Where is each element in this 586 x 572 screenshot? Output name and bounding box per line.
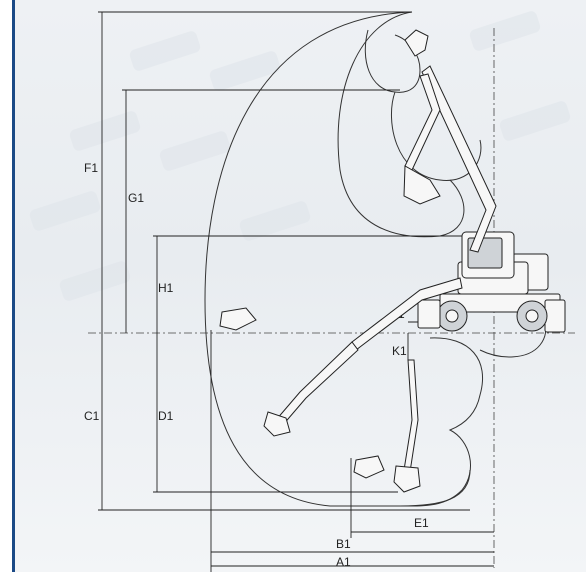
bucket-reach — [263, 411, 291, 437]
front-wheel-hub — [445, 309, 459, 323]
dimension-a1: A1 — [211, 555, 494, 569]
bucket-near — [353, 455, 385, 479]
label-e1: E1 — [414, 516, 429, 530]
arm-reach — [275, 341, 359, 427]
dimension-e1: E1 — [350, 458, 494, 538]
label-k1: K1 — [392, 344, 407, 358]
label-g1: G1 — [128, 191, 144, 205]
label-f1: F1 — [84, 161, 98, 175]
dimension-c1: C1 — [84, 333, 470, 511]
bucket-depth — [393, 465, 421, 493]
dimension-h1: H1 — [153, 235, 462, 333]
excavator-machine — [417, 231, 566, 333]
dimension-f1: F1 — [84, 11, 412, 333]
label-a1: A1 — [336, 555, 351, 569]
rear-wheel-hub — [525, 309, 539, 323]
boom-raised — [403, 29, 497, 253]
dimension-d1: D1 — [153, 333, 398, 493]
arm-vertical — [403, 359, 419, 473]
dimension-b1: B1 — [210, 330, 494, 572]
bucket-ground — [219, 307, 257, 331]
outrigger — [417, 299, 441, 329]
label-c1: C1 — [84, 409, 100, 423]
label-b1: B1 — [336, 537, 351, 551]
label-h1: H1 — [158, 281, 174, 295]
bucket-top — [404, 29, 429, 57]
working-envelope-top — [337, 11, 465, 238]
label-d1: D1 — [158, 409, 174, 423]
bucket-raised — [403, 165, 441, 205]
lower-envelope-arc — [399, 337, 484, 507]
working-envelope-outer — [204, 11, 471, 507]
front-dozer-blade — [544, 299, 566, 333]
dimension-k1: K1 — [392, 333, 409, 360]
left-accent-bar — [12, 0, 15, 572]
inner-reach-arc — [390, 91, 482, 181]
boom-lowered — [219, 277, 463, 493]
dimension-g1: G1 — [122, 89, 400, 333]
left-margin-panel — [0, 0, 12, 572]
background-pattern — [29, 11, 571, 301]
